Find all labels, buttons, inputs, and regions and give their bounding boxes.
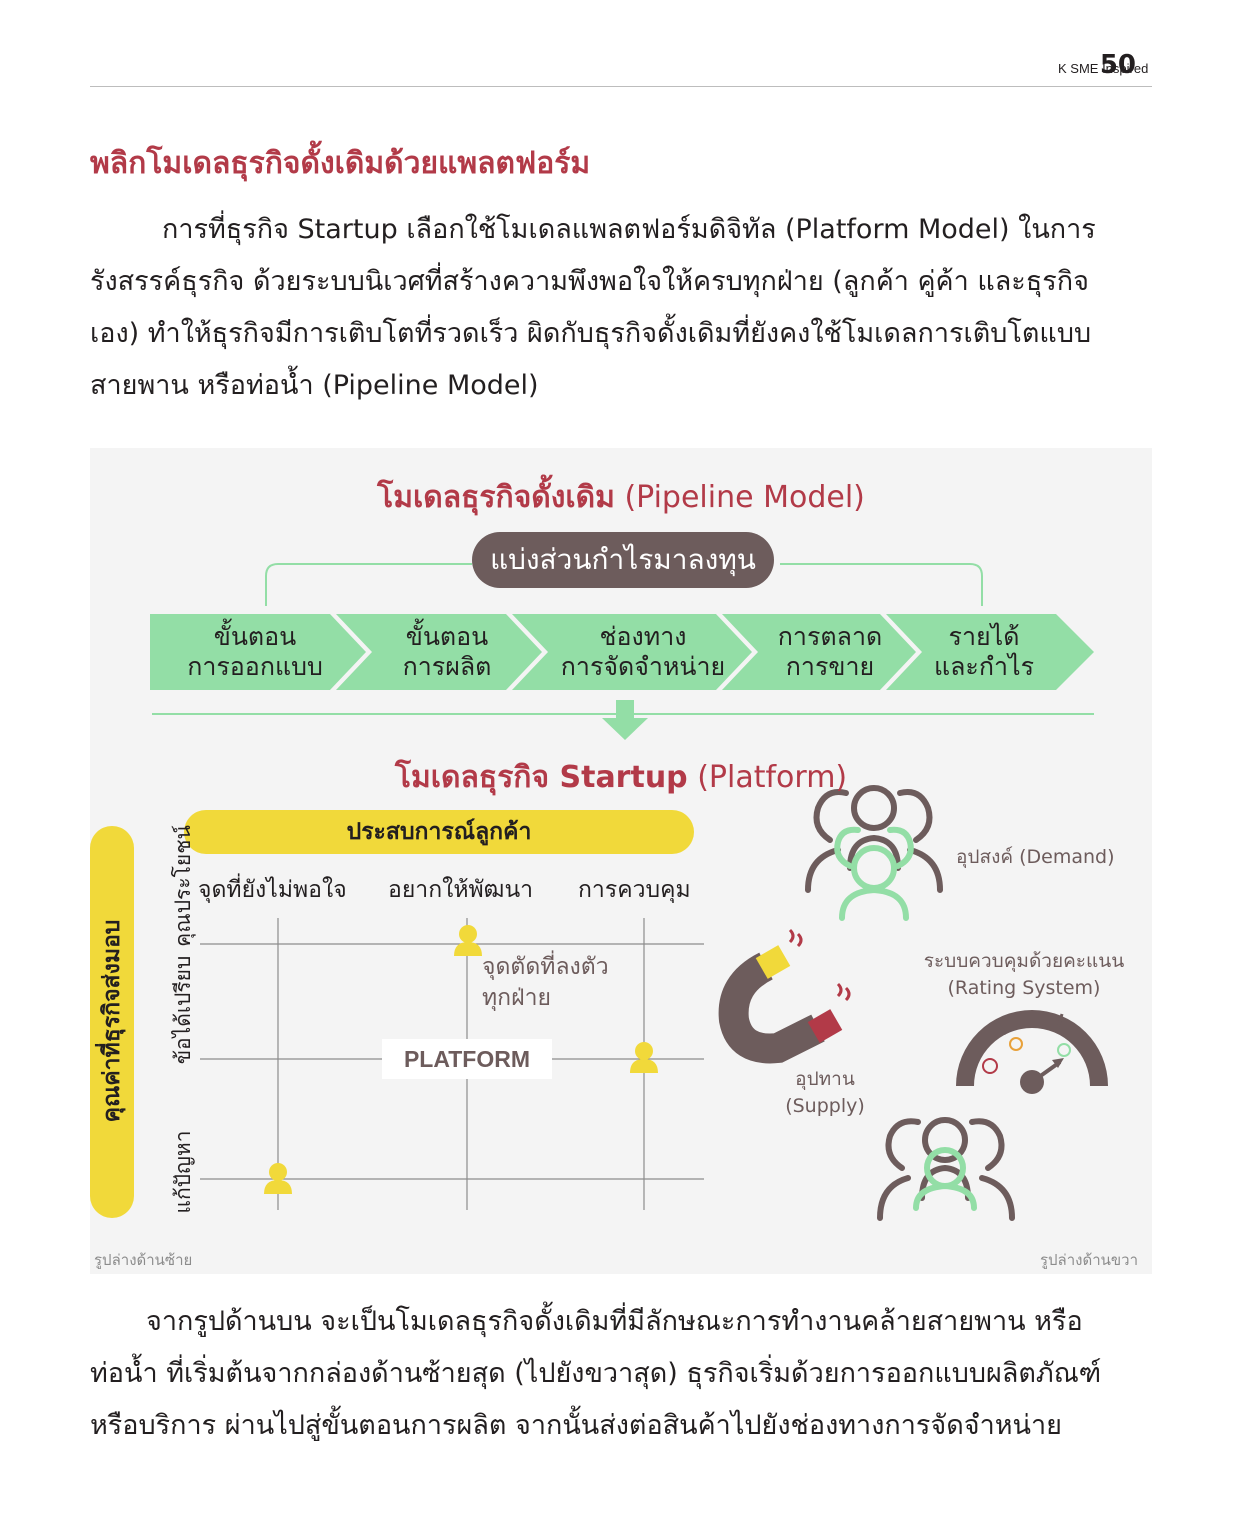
profit-reinvest-label: แบ่งส่วนกำไรมาลงทุน [472, 532, 774, 588]
column-label-pain-points: จุดที่ยังไม่พอใจ [198, 877, 347, 903]
step-line-1: ขั้นตอน [213, 622, 297, 651]
rating-label-line-1: ระบบควบคุมด้วยคะแนน [923, 950, 1125, 972]
step-line-2: การจัดจำหน่าย [560, 652, 726, 681]
intro-line: สายพาน หรือท่อน้ำ (Pipeline Model) [90, 370, 539, 401]
body-line: จากรูปด้านบน จะเป็นโมเดลธุรกิจดั้งเดิมที… [146, 1306, 1083, 1337]
step-line-1: ช่องทาง [599, 622, 687, 651]
intro-line: การที่ธุรกิจ Startup เลือกใช้โมเดลแพลตฟอ… [162, 214, 1096, 245]
step-arrow-production [336, 614, 542, 690]
body-paragraph: จากรูปด้านบน จะเป็นโมเดลธุรกิจดั้งเดิมที… [90, 1296, 1152, 1452]
intersection-note-line-2: ทุกฝ่าย [482, 985, 551, 1011]
startup-title-rest: (Platform) [687, 760, 848, 795]
column-label-control: การควบคุม [578, 877, 691, 903]
intersection-note: จุดตัดที่ลงตัว ทุกฝ่าย [482, 952, 609, 1014]
step-arrow-design [150, 614, 366, 690]
value-delivered-label: คุณค่าที่ธุรกิจส่งมอบ [99, 919, 125, 1123]
model-figure: โมเดลธุรกิจดั้งเดิม (Pipeline Model) แบ่… [90, 448, 1152, 1274]
supply-label-line-2: (Supply) [785, 1095, 865, 1117]
step-revenue: รายได้ และกำไร [914, 614, 1054, 690]
row-label-benefits: คุณประโยชน์ [171, 825, 195, 947]
caption-right: รูปล่างด้านขวา [1039, 1251, 1138, 1269]
value-delivered-bar [90, 826, 134, 1218]
step-line-2: การออกแบบ [187, 652, 323, 681]
step-production: ขั้นตอน การผลิต [358, 614, 536, 690]
magnet-icon [718, 928, 851, 1064]
down-arrow-icon [602, 700, 648, 740]
pipeline-title-bold: โมเดลธุรกิจดั้งเดิม [377, 480, 615, 515]
step-arrow-marketing [722, 614, 916, 690]
page-number: 50 [1099, 50, 1136, 80]
step-line-1: การตลาด [777, 622, 883, 651]
person-pin-icon [264, 1163, 292, 1194]
publication-name: K SME Inspired [1058, 61, 1149, 76]
bracket-right [780, 563, 983, 606]
step-distribution: ช่องทาง การจัดจำหน่าย [540, 614, 746, 690]
intro-line: เอง) ทำให้ธุรกิจมีการเติบโตที่รวดเร็ว ผิ… [90, 318, 1092, 349]
step-arrow-distribution [512, 614, 752, 690]
step-arrow-revenue [886, 614, 1094, 690]
startup-title-bold: โมเดลธุรกิจ Startup [394, 760, 688, 795]
step-line-2: การผลิต [402, 652, 492, 681]
row-label-problem-solving: แก้ปัญหา [171, 1130, 195, 1214]
caption-left: รูปล่างด้านซ้าย [94, 1251, 193, 1269]
body-line: หรือบริการ ผ่านไปสู่ขั้นตอนการผลิต จากนั… [90, 1410, 1062, 1441]
person-pin-icon [630, 1042, 658, 1073]
row-label-advantages: ข้อได้เปรียบ [171, 955, 195, 1065]
step-design: ขั้นตอน การออกแบบ [150, 614, 360, 690]
page-header [90, 50, 1152, 87]
pipeline-title: โมเดลธุรกิจดั้งเดิม (Pipeline Model) [90, 474, 1152, 521]
step-line-2: การขาย [785, 652, 875, 681]
step-line-1: ขั้นตอน [405, 622, 489, 651]
demand-people-icon [805, 785, 943, 921]
startup-title: โมเดลธุรกิจ Startup (Platform) [90, 754, 1152, 801]
rating-gauge-icon [956, 1010, 1108, 1094]
customer-experience-label: ประสบการณ์ลูกค้า [184, 810, 694, 854]
section-title: พลิกโมเดลธุรกิจดั้งเดิมด้วยแพลตฟอร์ม [90, 146, 591, 181]
intro-paragraph: การที่ธุรกิจ Startup เลือกใช้โมเดลแพลตฟอ… [90, 204, 1152, 412]
body-line: ท่อน้ำ ที่เริ่มต้นจากกล่องด้านซ้ายสุด (ไ… [90, 1358, 1102, 1389]
column-label-improvements: อยากให้พัฒนา [388, 877, 534, 903]
supply-label: อุปทาน (Supply) [770, 1066, 880, 1120]
intersection-note-line-1: จุดตัดที่ลงตัว [482, 954, 609, 980]
step-line-1: รายได้ [948, 622, 1020, 651]
bracket-left [265, 563, 472, 606]
pipeline-title-rest: (Pipeline Model) [614, 480, 865, 515]
supply-label-line-1: อุปทาน [795, 1068, 855, 1090]
demand-label: อุปสงค์ (Demand) [956, 846, 1115, 868]
rating-system-label: ระบบควบคุมด้วยคะแนน (Rating System) [916, 948, 1132, 1002]
intro-line: รังสรรค์ธุรกิจ ด้วยระบบนิเวศที่สร้างความ… [90, 266, 1089, 297]
supply-people-icon [877, 1117, 1015, 1221]
rating-label-line-2: (Rating System) [947, 977, 1101, 999]
person-pin-icon [454, 925, 482, 956]
figure-graphics [150, 563, 1108, 1221]
step-marketing: การตลาด การขาย [750, 614, 910, 690]
platform-label: PLATFORM [382, 1039, 552, 1079]
step-line-2: และกำไร [933, 652, 1035, 681]
